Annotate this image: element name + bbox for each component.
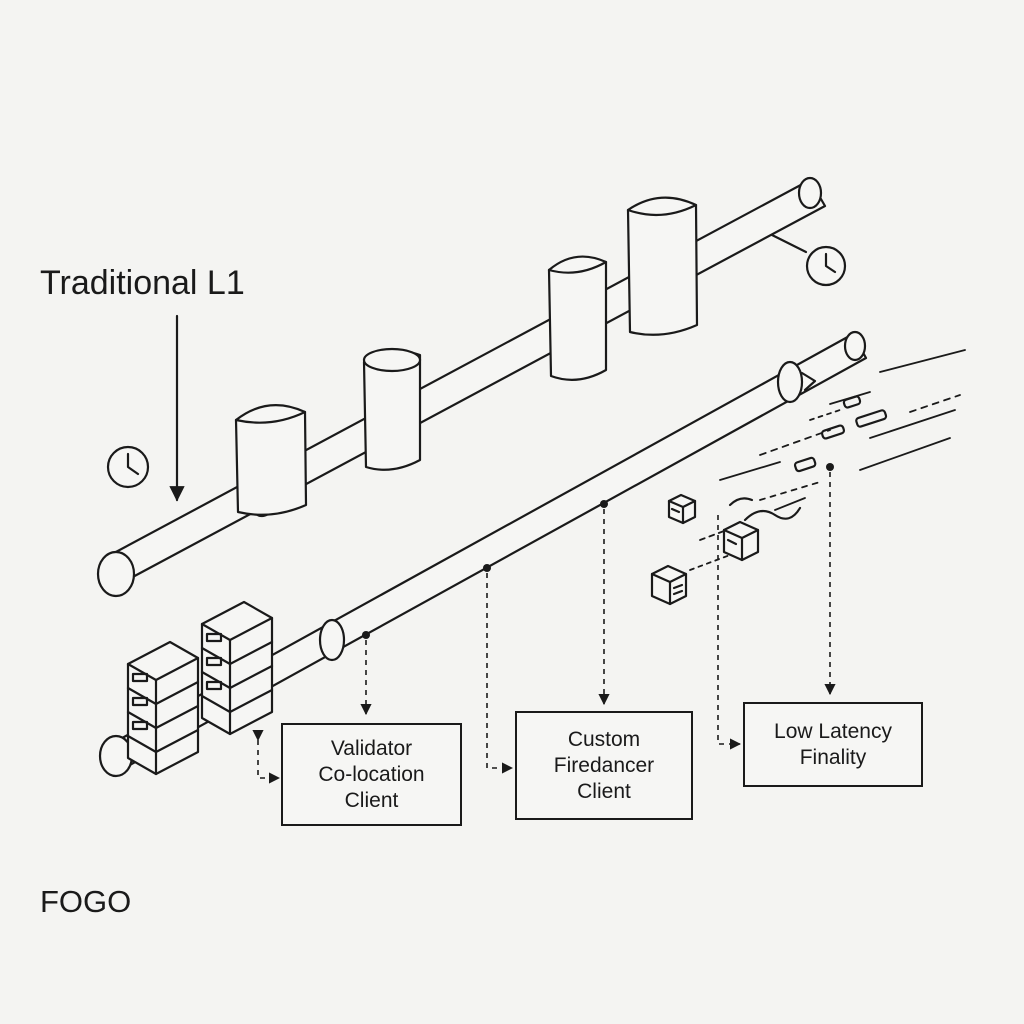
valve-block-2 xyxy=(362,347,422,471)
validator-colocation-box: Validator Co-location Client xyxy=(281,723,462,826)
connector-dot xyxy=(600,500,608,508)
clock-icon xyxy=(106,445,150,489)
fogo-label: FOGO xyxy=(40,884,132,919)
connector-arrow-firedancer-side xyxy=(486,573,514,774)
connector-dot xyxy=(483,564,491,572)
valve-block-1 xyxy=(234,404,308,516)
firedancer-client-box: Custom Firedancer Client xyxy=(515,711,693,820)
connector-arrow-finality-side xyxy=(717,515,742,750)
server-rack-icon xyxy=(200,600,274,736)
low-latency-finality-box: Low Latency Finality xyxy=(743,702,923,787)
data-block-icon xyxy=(722,520,760,562)
speed-lines xyxy=(689,349,966,571)
connector-dot xyxy=(826,463,834,471)
fogo-pipe xyxy=(98,330,868,778)
traditional-l1-label: Traditional L1 xyxy=(40,264,245,302)
valve-block-4 xyxy=(626,196,699,336)
server-rack-icon xyxy=(126,640,200,776)
connector-dot xyxy=(362,631,370,639)
clock-icon xyxy=(805,245,847,287)
traditional-pipe xyxy=(96,176,827,598)
data-block-icon xyxy=(650,564,688,606)
connector-arrow-servers xyxy=(252,729,281,784)
valve-block-3 xyxy=(547,255,608,381)
data-block-icon xyxy=(667,493,697,525)
